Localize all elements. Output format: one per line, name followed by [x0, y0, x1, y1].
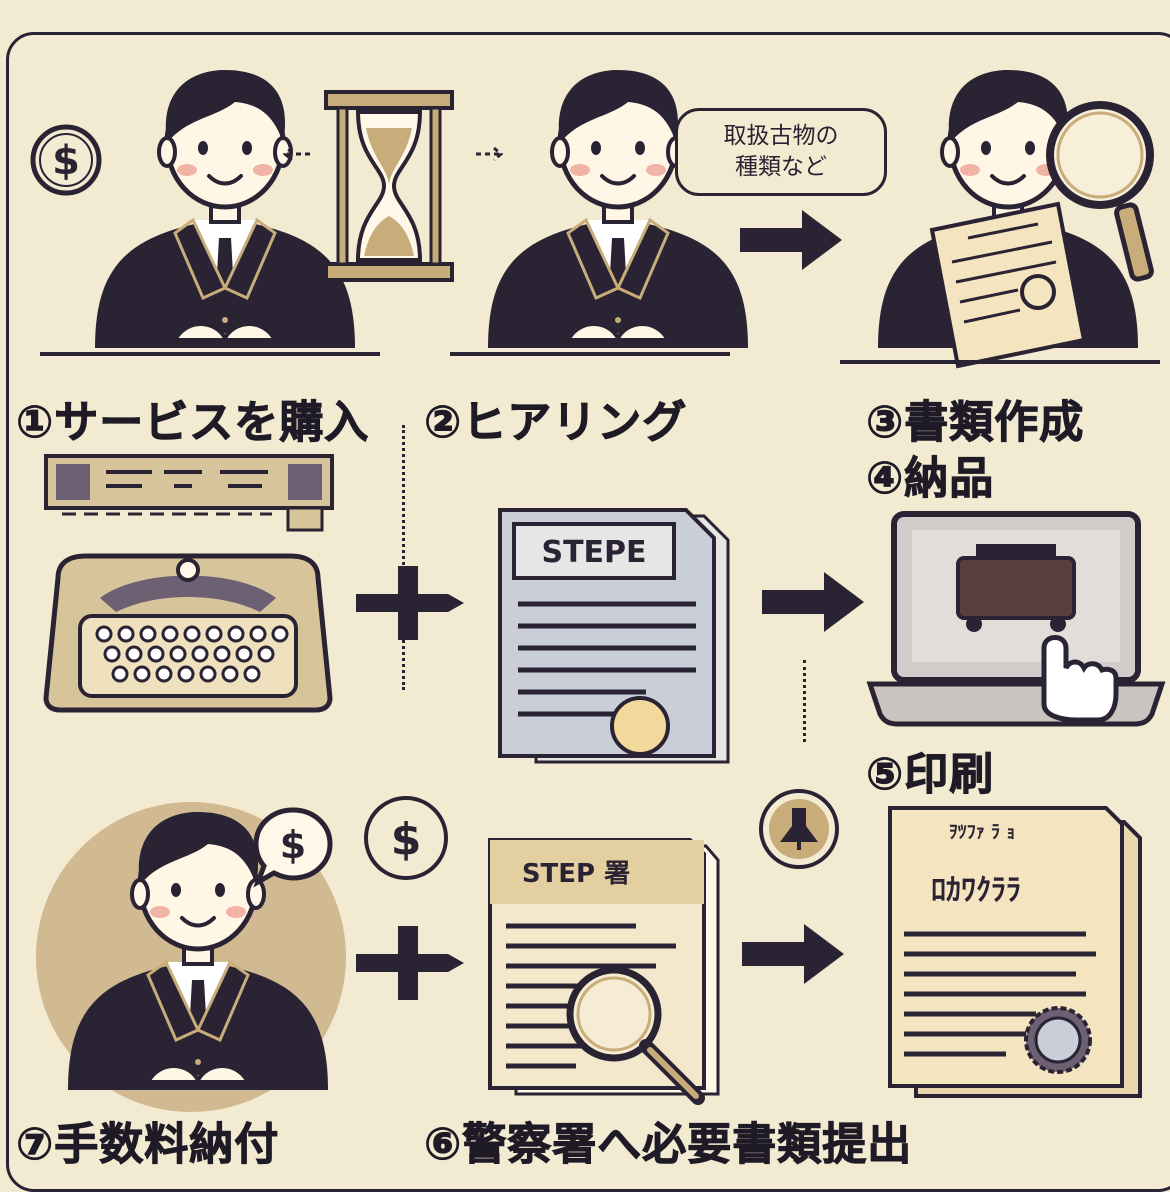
dollar-coin-icon: $ — [364, 796, 448, 880]
step-2-label: ②ヒアリング — [423, 397, 688, 449]
plus-icon — [356, 926, 464, 1000]
desk-line — [450, 352, 730, 356]
doc-middle-header: STEPE — [541, 535, 646, 570]
dollar-symbol: $ — [280, 823, 306, 867]
dotted-connector — [803, 660, 806, 742]
arrow-right-icon — [742, 924, 844, 984]
step-7-label: ⑦手数料納付 — [15, 1119, 280, 1171]
doc-bottom-header: STEP 署 — [522, 859, 630, 889]
exchange-arrow-right-icon — [476, 146, 504, 162]
callout-line-1: 取扱古物の — [723, 123, 839, 149]
laptop-print-icon — [866, 511, 1166, 727]
typewriter-icon — [43, 553, 333, 713]
step-3-label: ③書類作成 — [865, 397, 1085, 449]
submitted-document-icon: ｦﾂﾌｧ ﾗ ｮ ﾛｶﾜｸﾗﾗ — [888, 806, 1142, 1098]
arrow-right-icon — [740, 210, 842, 270]
step-document-icon: STEPE — [498, 508, 730, 764]
doc-right-header: ｦﾂﾌｧ ﾗ ｮ — [949, 822, 1016, 843]
hourglass-icon — [324, 90, 454, 282]
callout-line-2: 種類など — [735, 154, 827, 180]
desk-line — [40, 352, 380, 356]
step-4-label: ④納品 — [865, 453, 995, 505]
magnifier-icon — [1046, 101, 1154, 282]
review-document-icon: STEP 署 — [488, 838, 720, 1105]
police-badge-icon — [759, 789, 839, 869]
dollar-symbol: $ — [52, 138, 80, 184]
dollar-coin-icon: $ — [30, 124, 102, 196]
arrow-right-icon — [762, 572, 864, 632]
dotted-connector — [402, 425, 405, 690]
speech-bubble-dollar-icon: $ — [253, 807, 333, 888]
step-1-label: ①サービスを購入 — [15, 397, 370, 449]
printed-form-strip-icon — [44, 454, 334, 532]
step-5-label: ⑤印刷 — [865, 749, 995, 801]
step-6-label: ⑥警察署へ必要書類提出 — [423, 1119, 913, 1171]
dollar-symbol: $ — [391, 814, 422, 865]
plus-icon — [356, 566, 464, 640]
drafted-document-icon — [929, 201, 1087, 369]
hearing-topics-callout: 取扱古物の 種類など — [675, 108, 887, 196]
person-consultant-icon — [468, 48, 768, 358]
exchange-arrow-left-icon — [282, 146, 310, 162]
doc-right-title: ﾛｶﾜｸﾗﾗ — [931, 873, 1021, 908]
desk-line — [840, 360, 1160, 364]
